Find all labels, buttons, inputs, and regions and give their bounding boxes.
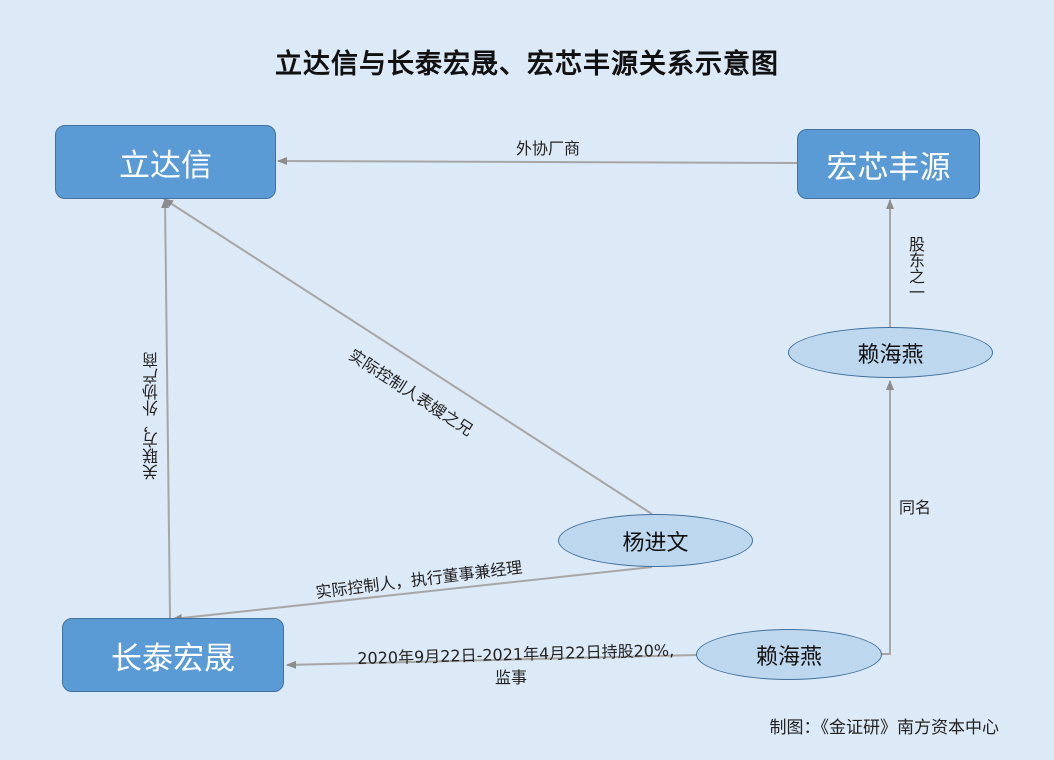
edge-hongxin-to-lidaxin <box>277 157 798 166</box>
label-same-name: 同名 <box>899 498 932 517</box>
node-yangjinwen: 杨进文 <box>558 514 753 567</box>
node-changtai: 长泰宏晟 <box>62 618 284 692</box>
node-laihaiyan-top: 赖海燕 <box>788 327 993 378</box>
edge-changtai-to-lidaxin <box>161 198 171 619</box>
edge-same-name <box>881 380 894 655</box>
edge-yang-to-changtai <box>172 566 653 623</box>
label-shareholder: 股东之一 <box>906 236 925 300</box>
credit-text: 制图：《金证研》南方资本中心 <box>769 718 1000 738</box>
node-lidaxin: 立达信 <box>55 125 276 199</box>
label-outsourcing: 外协厂商 <box>516 139 581 158</box>
node-hongxin: 宏芯丰源 <box>797 129 980 199</box>
label-related-party: 关联方，外协产商 <box>142 352 161 480</box>
edge-yang-to-lidaxin <box>163 198 653 515</box>
label-supervisor: 监事 <box>495 668 528 687</box>
edge-laihaiyan-to-changtai <box>286 654 698 669</box>
node-laihaiyan-bottom: 赖海燕 <box>696 629 882 680</box>
diagram-title: 立达信与长泰宏晟、宏芯丰源关系示意图 <box>275 49 779 80</box>
